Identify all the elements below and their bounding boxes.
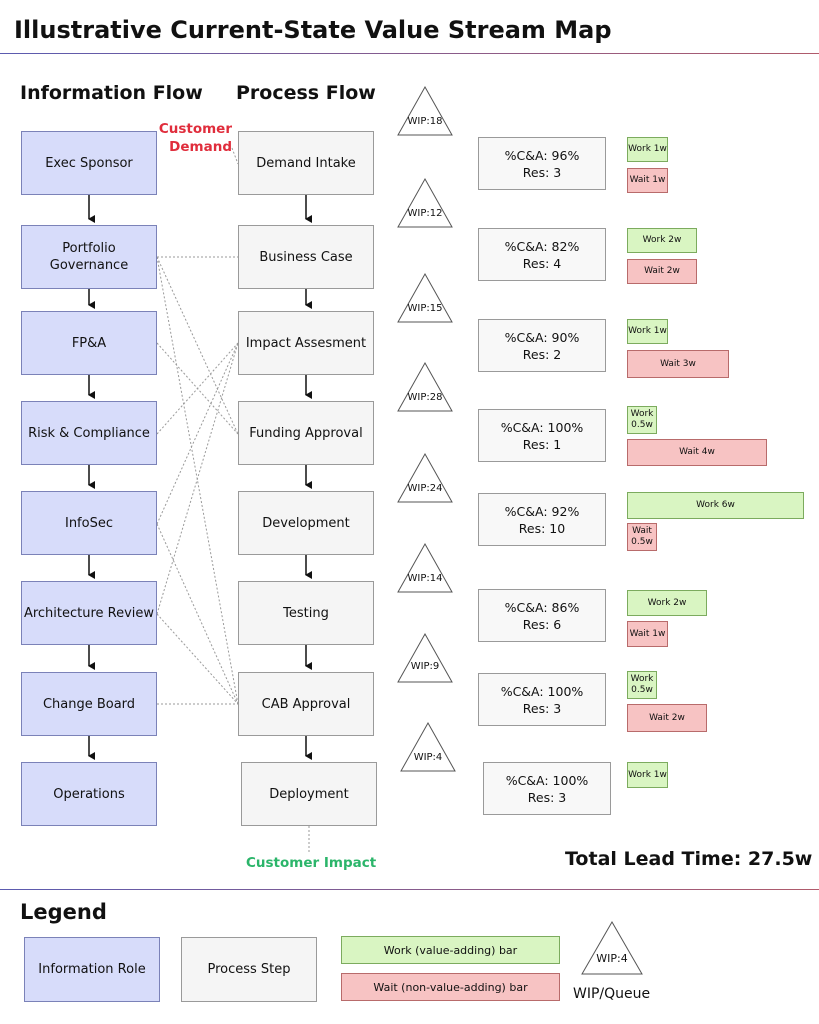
metric-box: %C&A: 100%Res: 3 bbox=[483, 762, 611, 815]
legend-title: Legend bbox=[20, 900, 107, 924]
wip-triangle: WIP:12 bbox=[397, 178, 453, 228]
legend-work-bar: Work (value-adding) bar bbox=[341, 936, 560, 964]
wip-triangle: WIP:15 bbox=[397, 273, 453, 323]
dotted-relationship-line bbox=[156, 523, 239, 705]
dotted-relationship-line bbox=[156, 256, 239, 705]
metric-box: %C&A: 100%Res: 3 bbox=[478, 673, 606, 726]
wait-bar: Wait 1w bbox=[627, 621, 668, 647]
process-step-business-case: Business Case bbox=[238, 225, 374, 289]
title-divider bbox=[0, 53, 819, 54]
wait-bar: Wait 2w bbox=[627, 704, 707, 732]
work-bar: Work 1w bbox=[627, 319, 668, 344]
wait-bar: Wait 4w bbox=[627, 439, 767, 466]
wip-triangle: WIP:4 bbox=[400, 722, 456, 772]
metric-box: %C&A: 92%Res: 10 bbox=[478, 493, 606, 546]
customer-demand-label: Customer Demand bbox=[158, 121, 232, 155]
metric-box: %C&A: 82%Res: 4 bbox=[478, 228, 606, 281]
legend-information-role: Information Role bbox=[24, 937, 160, 1002]
metric-box: %C&A: 90%Res: 2 bbox=[478, 319, 606, 372]
wait-bar: Wait 3w bbox=[627, 350, 729, 378]
legend-wip-caption: WIP/Queue bbox=[573, 986, 651, 1002]
work-bar: Work 1w bbox=[627, 137, 668, 162]
total-lead-time: Total Lead Time: 27.5w bbox=[565, 848, 813, 870]
metric-box: %C&A: 86%Res: 6 bbox=[478, 589, 606, 642]
metric-box: %C&A: 100%Res: 1 bbox=[478, 409, 606, 462]
info-role-risk-compliance: Risk & Compliance bbox=[21, 401, 157, 465]
dotted-relationship-line bbox=[156, 342, 239, 525]
dotted-relationship-line bbox=[156, 256, 239, 435]
process-step-development: Development bbox=[238, 491, 374, 555]
dotted-relationship-line bbox=[156, 342, 239, 435]
process-step-funding-approval: Funding Approval bbox=[238, 401, 374, 465]
legend-wait-bar: Wait (non-value-adding) bar bbox=[341, 973, 560, 1001]
info-role-portfolio-governance: Portfolio Governance bbox=[21, 225, 157, 289]
dotted-relationship-line bbox=[156, 342, 239, 615]
page-title: Illustrative Current-State Value Stream … bbox=[14, 16, 612, 44]
wait-bar: Wait 2w bbox=[627, 259, 697, 284]
work-bar: Work 1w bbox=[627, 762, 668, 788]
work-bar: Work 2w bbox=[627, 228, 697, 253]
process-step-testing: Testing bbox=[238, 581, 374, 645]
info-role-operations: Operations bbox=[21, 762, 157, 826]
info-role-exec-sponsor: Exec Sponsor bbox=[21, 131, 157, 195]
metric-box: %C&A: 96%Res: 3 bbox=[478, 137, 606, 190]
legend-process-step: Process Step bbox=[181, 937, 317, 1002]
process-step-demand-intake: Demand Intake bbox=[238, 131, 374, 195]
work-bar: Work 2w bbox=[627, 590, 707, 616]
info-role-infosec: InfoSec bbox=[21, 491, 157, 555]
wip-triangle: WIP:14 bbox=[397, 543, 453, 593]
customer-impact-label: Customer Impact bbox=[246, 855, 377, 871]
process-flow-header: Process Flow bbox=[236, 82, 376, 104]
wip-triangle: WIP:28 bbox=[397, 362, 453, 412]
dotted-relationship-line bbox=[156, 613, 239, 705]
process-step-deployment: Deployment bbox=[241, 762, 377, 826]
legend-wip-triangle: WIP:4 bbox=[581, 921, 643, 975]
process-step-cab-approval: CAB Approval bbox=[238, 672, 374, 736]
wip-triangle: WIP:24 bbox=[397, 453, 453, 503]
wip-triangle: WIP:9 bbox=[397, 633, 453, 683]
wip-triangle: WIP:18 bbox=[397, 86, 453, 136]
work-bar: Work 6w bbox=[627, 492, 804, 519]
info-role-architecture-review: Architecture Review bbox=[21, 581, 157, 645]
info-role-change-board: Change Board bbox=[21, 672, 157, 736]
legend-divider bbox=[0, 889, 819, 890]
info-role-fpa: FP&A bbox=[21, 311, 157, 375]
wait-bar: Wait 1w bbox=[627, 168, 668, 193]
information-flow-header: Information Flow bbox=[20, 82, 203, 104]
process-step-impact-assesment: Impact Assesment bbox=[238, 311, 374, 375]
dotted-relationship-line bbox=[156, 342, 239, 435]
